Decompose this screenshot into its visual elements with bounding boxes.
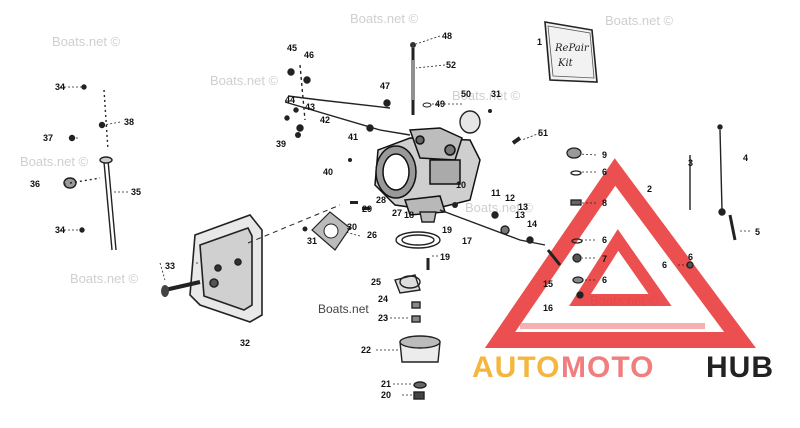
callout-35: 35	[131, 187, 141, 197]
watermark: Boats.net	[318, 302, 369, 316]
watermark: Boats.net ©	[52, 34, 121, 49]
kit-label: RePair	[554, 43, 590, 54]
callout-51: 51	[538, 128, 548, 138]
callout-8: 8	[602, 198, 607, 208]
air-silencer	[189, 214, 263, 323]
watermark: Boats.net ©	[70, 271, 139, 286]
callout-11: 11	[491, 188, 501, 198]
watermark: Boats.net ©	[452, 88, 521, 103]
callout-34b: 34	[55, 225, 65, 235]
callout-37: 37	[43, 133, 53, 143]
callout-23: 23	[378, 313, 388, 323]
callout-34: 34	[55, 82, 65, 92]
callout-31: 31	[307, 236, 317, 246]
callout-15: 15	[543, 279, 553, 289]
callout-1: 1	[537, 37, 542, 47]
callout-38: 38	[124, 117, 134, 127]
callout-41: 41	[348, 132, 358, 142]
callout-48: 48	[442, 31, 452, 41]
watermark: Boats.net ©	[605, 13, 674, 28]
silencer-screw	[161, 280, 201, 297]
callout-26: 26	[367, 230, 377, 240]
callout-40: 40	[323, 167, 333, 177]
callout-29: 29	[362, 204, 372, 214]
gasket	[311, 211, 351, 251]
callout-20: 20	[381, 390, 391, 400]
callout-32: 32	[240, 338, 250, 348]
callout-18: 18	[404, 210, 414, 220]
callout-3: 3	[688, 158, 693, 168]
callout-5: 5	[755, 227, 760, 237]
callout-52: 52	[446, 60, 456, 70]
callout-25: 25	[371, 277, 381, 287]
callout-36: 36	[30, 179, 40, 189]
callout-14: 14	[527, 219, 537, 229]
callout-50: 50	[461, 89, 471, 99]
callout-44: 44	[285, 95, 295, 105]
callout-28: 28	[376, 195, 386, 205]
callout-6b: 6	[602, 235, 607, 245]
callout-10: 10	[456, 180, 466, 190]
callout-33: 33	[165, 261, 175, 271]
main-needle	[410, 42, 432, 115]
callout-22: 22	[361, 345, 371, 355]
callout-27: 27	[392, 208, 402, 218]
leader-line	[247, 204, 341, 244]
watermark: Boats.net ©	[350, 11, 419, 26]
automotohub-logo: AUTO MOTO HUB	[472, 351, 774, 384]
callout-6e: 6	[688, 252, 693, 262]
callout-49: 49	[435, 99, 445, 109]
callout-6: 6	[602, 167, 607, 177]
small-parts	[295, 132, 458, 232]
callout-13: 13	[518, 202, 528, 212]
callout-31b: 31	[491, 89, 501, 99]
callout-30: 30	[347, 222, 357, 232]
fuel-pump-parts	[546, 147, 694, 299]
callout-2: 2	[647, 184, 652, 194]
logo-hub: HUB	[706, 351, 774, 384]
callout-21: 21	[381, 379, 391, 389]
callout-4: 4	[743, 153, 748, 163]
callout-13b: 13	[515, 210, 525, 220]
callout-42: 42	[320, 115, 330, 125]
watermark: Boats.net ©	[20, 154, 89, 169]
callout-24: 24	[378, 294, 388, 304]
float-bowl-parts	[394, 211, 441, 400]
callout-39: 39	[276, 139, 286, 149]
callout-19: 19	[442, 225, 452, 235]
choke-rod-assembly	[63, 84, 117, 251]
callout-labels: 1 2 3 4 5 6 7 8 9 10 11 12 13 13 14 15 1…	[30, 31, 760, 400]
callout-45: 45	[287, 43, 297, 53]
right-linkage	[689, 124, 737, 241]
carburetor-body	[374, 127, 481, 216]
throttle-linkage	[284, 64, 411, 136]
callout-12: 12	[505, 193, 515, 203]
callout-6c: 6	[602, 275, 607, 285]
watermark: Boats.net ©	[210, 73, 279, 88]
callout-19b: 19	[440, 252, 450, 262]
callout-43: 43	[305, 102, 315, 112]
repair-kit-box: RePair Kit	[544, 21, 598, 83]
leader-lines	[60, 35, 750, 396]
callout-6d: 6	[662, 260, 667, 270]
watermark: Boats.net ©	[465, 200, 534, 215]
logo-moto: MOTO	[561, 351, 654, 384]
throttle-shaft	[439, 209, 546, 246]
callout-16: 16	[543, 303, 553, 313]
callout-9: 9	[602, 150, 607, 160]
callout-47: 47	[380, 81, 390, 91]
logo-triangle	[484, 158, 756, 348]
callout-7: 7	[602, 254, 607, 264]
cover-plug	[459, 109, 522, 145]
callout-46: 46	[304, 50, 314, 60]
kit-label: Kit	[557, 58, 574, 69]
callout-17: 17	[462, 236, 472, 246]
logo-auto: AUTO	[472, 351, 560, 384]
